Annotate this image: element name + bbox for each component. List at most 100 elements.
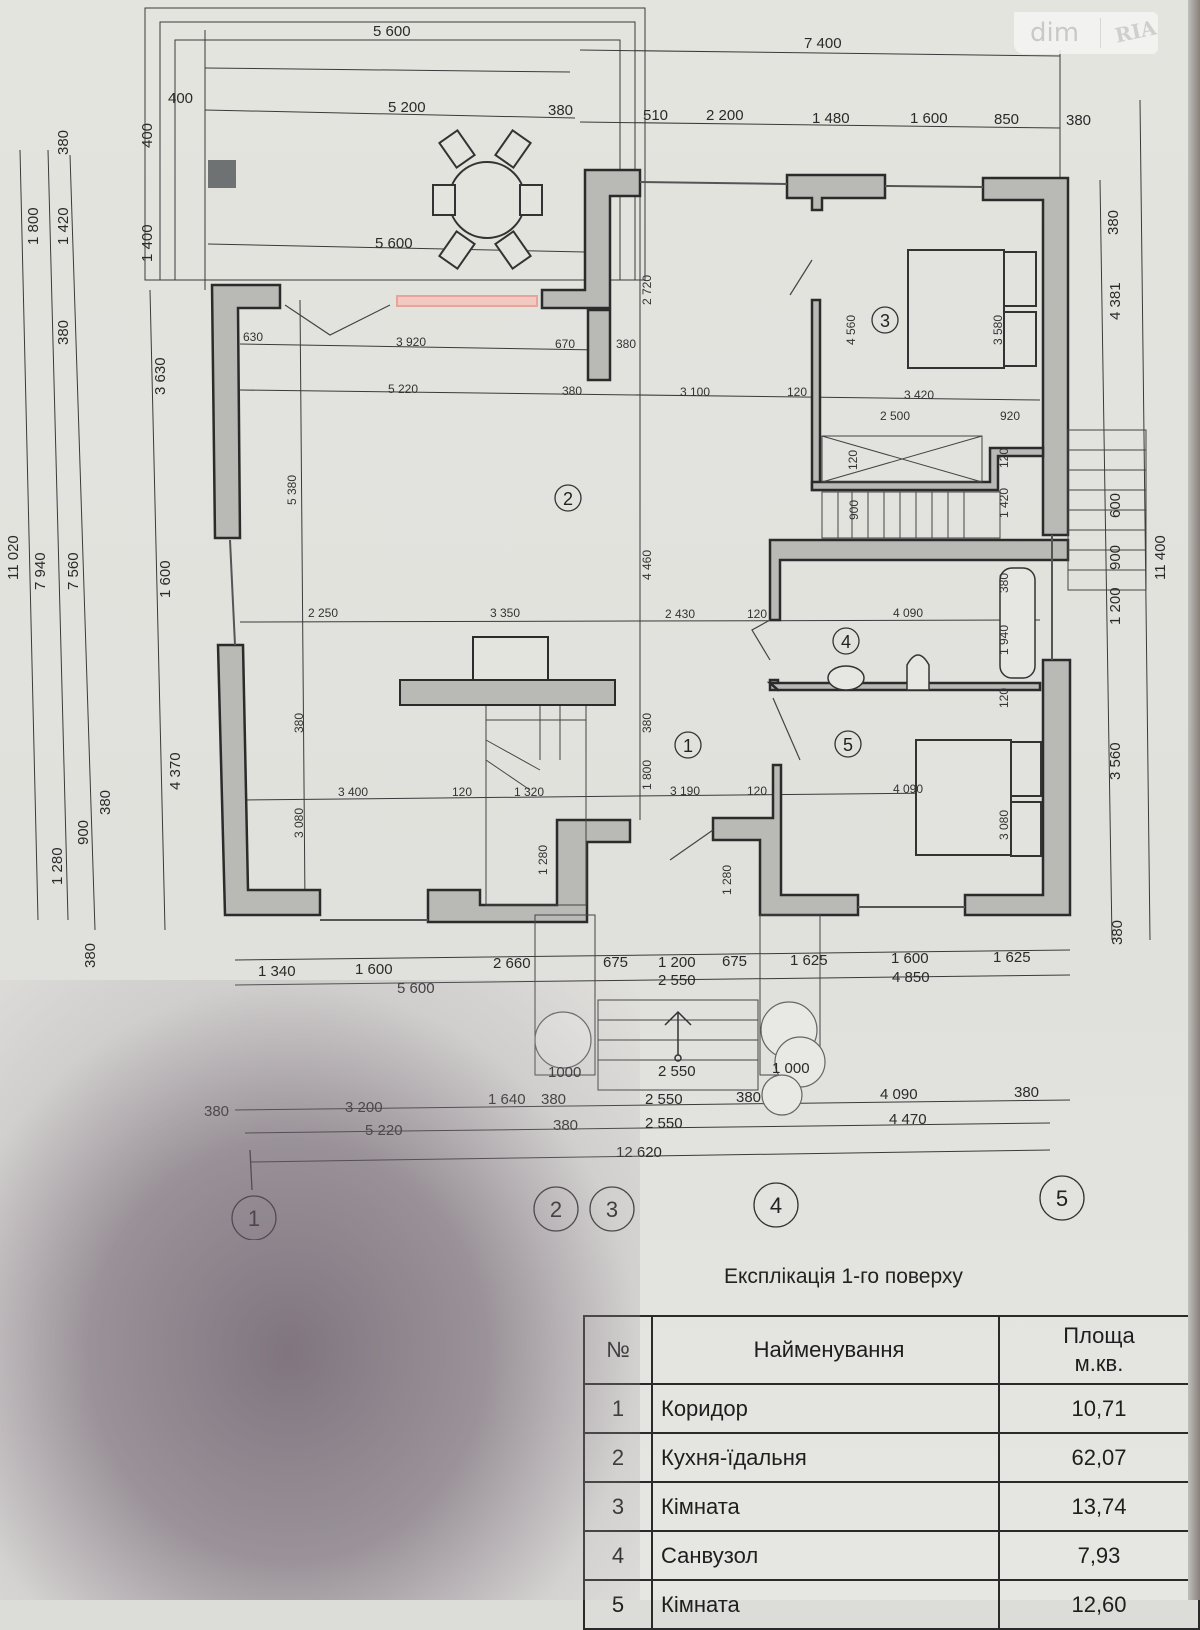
dim-text: 1 000 <box>772 1060 810 1077</box>
dim-text: 4 560 <box>844 315 858 345</box>
room-label: 1 <box>683 736 693 756</box>
room-schedule-table: № Найменування Площа м.кв. 1 Коридор 10,… <box>583 1315 1200 1630</box>
dim-text: 380 <box>55 130 72 155</box>
dim-text: 1 600 <box>891 950 929 967</box>
dim-text: 380 <box>553 1117 578 1134</box>
room-marker-4 <box>832 627 860 655</box>
table-row: 1 Коридор 10,71 <box>583 1383 1200 1434</box>
room-label: 4 <box>841 632 851 652</box>
dim-text: 1 200 <box>1107 587 1124 625</box>
dim-text: 1 600 <box>157 560 174 598</box>
dim-text: 2 660 <box>493 955 531 972</box>
dim-text: 380 <box>1105 210 1122 235</box>
dim-text: 900 <box>847 500 861 520</box>
dim-text: 3 580 <box>991 315 1005 345</box>
dim-text: 2 500 <box>880 409 910 423</box>
dim-text: 2 720 <box>640 275 654 305</box>
row-area: 10,71 <box>998 1383 1200 1434</box>
dim-text: 2 430 <box>665 607 695 621</box>
dim-text: 1 625 <box>790 952 828 969</box>
dim-text: 1 420 <box>55 207 72 245</box>
dim-text: 3 080 <box>292 808 306 838</box>
dim-text: 1 340 <box>258 963 296 980</box>
table-row: 5 Кімната 12,60 <box>583 1579 1200 1630</box>
header-area-line1: Площа <box>1063 1323 1135 1348</box>
dim-text: 12 620 <box>616 1144 662 1161</box>
dim-text: 600 <box>1107 493 1124 518</box>
walls <box>210 168 1072 924</box>
dim-text: 120 <box>787 385 807 399</box>
dim-text: 380 <box>541 1091 566 1108</box>
row-number: 4 <box>583 1530 653 1581</box>
dim-text: 4 381 <box>1107 282 1124 320</box>
dim-text: 380 <box>1014 1084 1039 1101</box>
dim-text: 5 200 <box>388 99 426 116</box>
dim-text: 120 <box>747 607 767 621</box>
axis-label: 1 <box>248 1206 260 1231</box>
dim-text: 920 <box>1000 409 1020 423</box>
dim-text: 120 <box>997 448 1011 468</box>
watermark-ria-logo-icon: RIA <box>1112 15 1159 48</box>
row-name: Кухня-їдальня <box>651 1432 1000 1483</box>
dim-text: 900 <box>1107 545 1124 570</box>
watermark-dim-text: dim <box>1014 18 1101 48</box>
floor-plan-drawing: 5 600 5 200 5 600 400 380 7 400 510 2 20… <box>5 7 1169 1240</box>
dim-text: 7 560 <box>65 552 82 590</box>
dim-text: 1000 <box>548 1064 581 1081</box>
dim-text: 380 <box>548 102 573 119</box>
row-area: 13,74 <box>998 1481 1200 1532</box>
row-number: 2 <box>583 1432 653 1483</box>
dim-text: 3 920 <box>396 335 426 349</box>
dim-text: 2 550 <box>658 972 696 989</box>
dim-text: 2 250 <box>308 606 338 620</box>
dining-table-icon <box>432 129 543 270</box>
dim-text: 675 <box>722 953 747 970</box>
table-row: 3 Кімната 13,74 <box>583 1481 1200 1532</box>
dim-text: 1 940 <box>997 625 1011 655</box>
dim-text: 4 090 <box>893 606 923 620</box>
dim-text: 3 400 <box>338 785 368 799</box>
dim-text: 1 800 <box>25 207 42 245</box>
axis-label: 2 <box>550 1197 562 1222</box>
dim-text: 380 <box>997 573 1011 593</box>
dim-text: 380 <box>562 384 582 398</box>
dim-text: 11 020 <box>5 535 22 580</box>
sink-icon <box>827 665 865 691</box>
dim-text: 5 600 <box>397 980 435 997</box>
row-name: Санвузол <box>651 1530 1000 1581</box>
room-marker-1 <box>674 731 702 759</box>
dim-text: 380 <box>736 1089 761 1106</box>
dim-text: 675 <box>603 954 628 971</box>
row-number: 3 <box>583 1481 653 1532</box>
dim-text: 5 220 <box>365 1122 403 1139</box>
dim-text: 3 420 <box>904 388 934 402</box>
dim-text: 1 280 <box>49 847 66 885</box>
dim-text: 7 400 <box>804 35 842 52</box>
dim-text: 4 470 <box>889 1111 927 1128</box>
dim-text: 3 190 <box>670 784 700 798</box>
dim-text: 1 280 <box>720 865 734 895</box>
bathtub-icon <box>999 567 1036 679</box>
dim-text: 120 <box>452 785 472 799</box>
dim-text: 510 <box>643 107 668 124</box>
door-highlight <box>396 295 538 307</box>
dim-text: 2 550 <box>658 1063 696 1080</box>
dim-text: 3 080 <box>997 810 1011 840</box>
table-row: 4 Санвузол 7,93 <box>583 1530 1200 1581</box>
dim-text: 120 <box>747 784 767 798</box>
table-row: 2 Кухня-їдальня 62,07 <box>583 1432 1200 1483</box>
dim-text: 4 090 <box>880 1086 918 1103</box>
dim-text: 5 220 <box>388 382 418 396</box>
room-marker-2 <box>554 484 582 512</box>
dim-text: 670 <box>555 337 575 351</box>
row-number: 5 <box>583 1579 653 1630</box>
dim-text: 1 420 <box>997 488 1011 518</box>
kitchen-counter <box>399 679 616 706</box>
dim-text: 400 <box>168 90 193 107</box>
dim-text: 120 <box>846 450 860 470</box>
axis-label: 3 <box>606 1197 618 1222</box>
dim-text: 120 <box>997 688 1011 708</box>
axis-marker-4 <box>753 1182 799 1228</box>
dim-text: 900 <box>75 820 92 845</box>
